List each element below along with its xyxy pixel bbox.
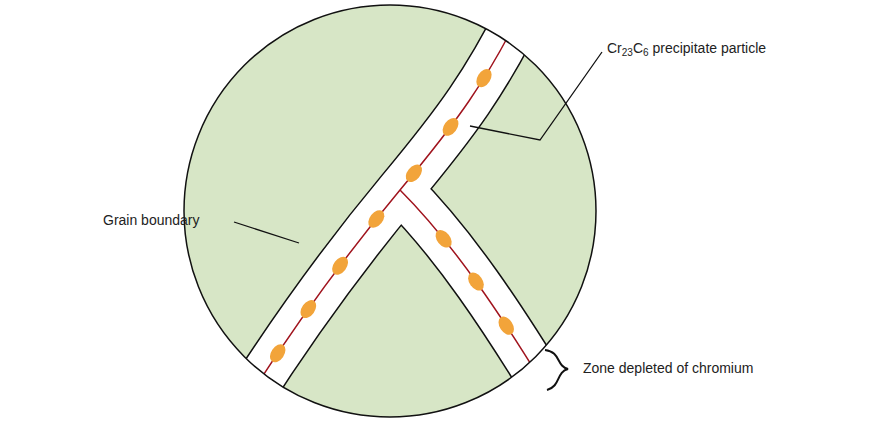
precipitate-particle — [524, 359, 546, 383]
grain-circle-outline — [184, 5, 596, 417]
precipitate-label: Cr23C6 precipitate particle — [607, 40, 766, 57]
precipitate-particle — [329, 254, 351, 278]
precipitate-particle — [297, 297, 319, 321]
grain-boundary-line — [228, 0, 532, 423]
precipitate-particle — [365, 207, 388, 231]
zone-label: Zone depleted of chromium — [583, 360, 753, 377]
precipitate-particle — [495, 314, 517, 338]
zone-outline — [400, 190, 572, 423]
leader-line — [470, 52, 602, 140]
zone-bracket — [545, 350, 568, 390]
depleted-zone — [400, 190, 572, 423]
precipitate-particle — [473, 66, 495, 90]
grain-boundary-label: Grain boundary — [103, 212, 200, 229]
precipitate-particle — [267, 341, 289, 365]
precipitate-particle — [465, 270, 487, 294]
zone-outline — [228, 0, 532, 423]
depleted-zone — [228, 0, 532, 423]
precipitate-particle — [432, 227, 455, 251]
leader-line — [234, 222, 299, 243]
precipitate-particle — [403, 161, 426, 185]
precipitate-particle — [439, 115, 461, 139]
grain-boundary-line — [400, 190, 572, 423]
